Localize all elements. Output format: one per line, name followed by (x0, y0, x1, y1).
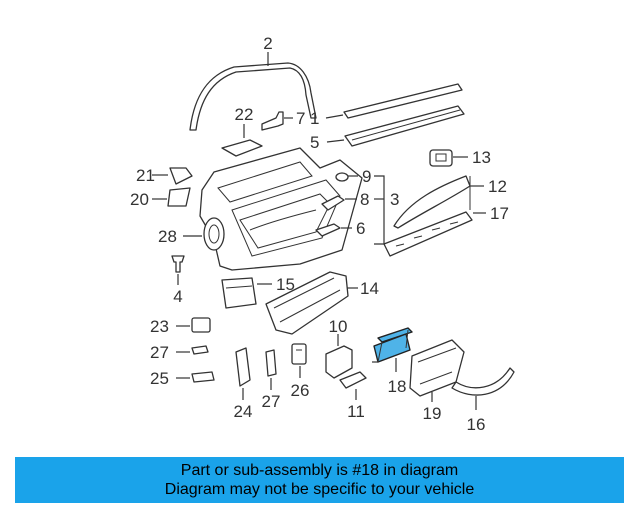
part-24-bracket: 24 (234, 347, 253, 421)
info-banner: Part or sub-assembly is #18 in diagram D… (15, 457, 624, 503)
callout-4: 4 (173, 287, 182, 306)
callout-9: 9 (362, 167, 371, 186)
part-23-connector: 23 (150, 317, 211, 336)
callout-24: 24 (234, 402, 253, 421)
exploded-view: 2 22 7 1 5 13 21 20 (130, 34, 515, 434)
part-8-handle-bezel: 8 (321, 190, 369, 211)
callout-15: 15 (276, 275, 295, 294)
callout-6: 6 (356, 219, 365, 238)
part-13-switch: 13 (429, 148, 491, 167)
part-16-curved-trim: 16 (451, 367, 515, 434)
part-2-frame-molding: 2 (189, 34, 317, 131)
callout-27a: 27 (150, 343, 169, 362)
part-20-cover: 20 (130, 187, 191, 209)
callout-5: 5 (310, 133, 319, 152)
banner-line-1: Part or sub-assembly is #18 in diagram (180, 462, 459, 479)
parts-diagram: 2 22 7 1 5 13 21 20 (130, 34, 515, 434)
part-18-highlighted: 18 (372, 327, 413, 396)
callout-10: 10 (329, 317, 348, 336)
callout-8: 8 (360, 190, 369, 209)
callout-27b: 27 (262, 392, 281, 411)
part-1-belt-molding: 1 (310, 83, 463, 128)
part-27-clip-b: 27 (262, 349, 281, 411)
banner-line-2: Diagram may not be specific to your vehi… (164, 481, 475, 498)
callout-11: 11 (347, 402, 365, 421)
part-6-trim-strip: 6 (315, 219, 365, 238)
part-27-clip-a: 27 (150, 343, 209, 362)
part-25-bracket: 25 (150, 369, 215, 388)
part-21-tweeter: 21 (136, 166, 193, 185)
part-28-door-panel: 28 (158, 147, 363, 271)
part-10-switch-bezel: 10 (325, 317, 353, 379)
part-22-bracket: 22 (221, 105, 263, 157)
callout-26: 26 (291, 381, 310, 400)
callout-20: 20 (130, 190, 149, 209)
part-15-pocket: 15 (221, 275, 295, 309)
part-26-connector: 26 (291, 343, 310, 400)
part-19-armrest-base: 19 (409, 339, 465, 423)
callout-1: 1 (310, 109, 319, 128)
callout-2: 2 (263, 34, 272, 53)
callout-23: 23 (150, 317, 169, 336)
callout-7: 7 (296, 109, 305, 128)
callout-21: 21 (136, 166, 155, 185)
part-12-insert-panel: 12 (393, 175, 507, 229)
part-9-grommet: 9 (335, 167, 371, 186)
callout-3: 3 (390, 190, 399, 209)
bracket-3: 3 (374, 175, 399, 245)
callout-19: 19 (423, 404, 442, 423)
callout-12: 12 (488, 177, 507, 196)
callout-16: 16 (467, 415, 486, 434)
callout-28: 28 (158, 227, 177, 246)
callout-25: 25 (150, 369, 169, 388)
callout-22: 22 (235, 105, 254, 124)
callout-17: 17 (490, 204, 509, 223)
part-5-weatherstrip: 5 (310, 105, 465, 152)
part-7-clip: 7 (261, 109, 305, 131)
part-11-trim: 11 (339, 371, 367, 421)
part-17-armrest-trim: 17 (383, 204, 509, 257)
callout-13: 13 (472, 148, 491, 167)
part-14-map-pocket: 14 (265, 271, 379, 335)
callout-14: 14 (360, 279, 379, 298)
callout-18: 18 (388, 377, 407, 396)
part-4-push-clip: 4 (171, 255, 185, 306)
